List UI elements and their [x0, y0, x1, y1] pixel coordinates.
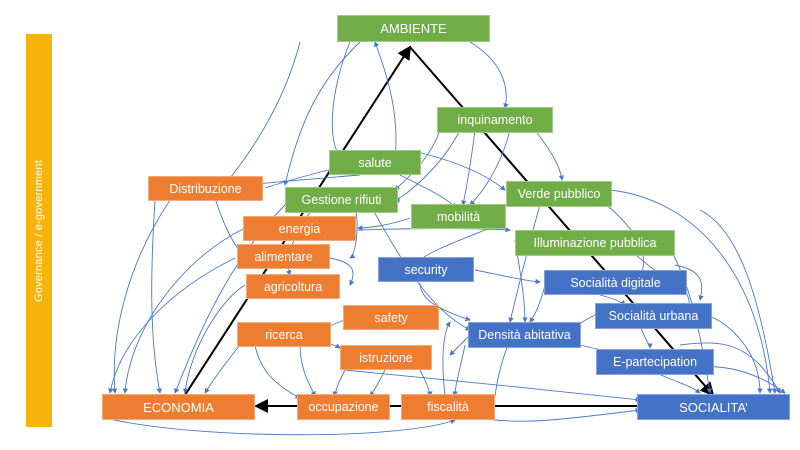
node-verde-pubblico-label: Verde pubblico	[517, 187, 601, 201]
node-energia-label: energia	[278, 221, 321, 236]
node-salute-label: salute	[358, 155, 392, 170]
node-e-partecipation-label: E-partecipation	[612, 355, 698, 369]
node-occupazione-label: occupazione	[308, 400, 379, 414]
node-occupazione: occupazione	[297, 394, 390, 420]
node-distribuzione: Distribuzione	[148, 176, 263, 201]
node-inquinamento-label: inquinamento	[457, 113, 533, 127]
node-fiscalita-label: fiscalità	[427, 400, 469, 414]
node-fiscalita: fiscalità	[401, 394, 495, 420]
node-ambiente: AMBIENTE	[337, 15, 490, 42]
node-energia: energia	[243, 216, 356, 241]
node-gestione-rifiuti-label: Gestione rifiuti	[301, 193, 382, 207]
governance-bar: Governance / e-government	[26, 34, 52, 427]
node-socialita-digitale: Socialità digitale	[544, 270, 687, 295]
node-safety: safety	[343, 305, 439, 330]
node-inquinamento: inquinamento	[437, 107, 553, 133]
node-alimentare-label: alimentare	[254, 249, 313, 264]
node-salute: salute	[329, 150, 421, 175]
node-gestione-rifiuti: Gestione rifiuti	[285, 187, 398, 213]
node-istruzione: istruzione	[340, 345, 432, 370]
node-verde-pubblico: Verde pubblico	[506, 181, 612, 207]
node-densita: Densità abitativa	[468, 322, 581, 348]
node-agricoltura: agricoltura	[246, 274, 340, 299]
node-economia: ECONOMIA	[102, 394, 255, 420]
node-alimentare: alimentare	[237, 244, 330, 269]
node-istruzione-label: istruzione	[359, 350, 413, 365]
node-security-label: security	[404, 262, 448, 277]
node-agricoltura-label: agricoltura	[263, 279, 323, 294]
node-socialita: SOCIALITA’	[637, 394, 790, 420]
triangle-right-side	[409, 46, 715, 397]
node-mobilita: mobilità	[411, 204, 506, 229]
node-illuminazione: Illuminazione pubblica	[515, 230, 675, 256]
node-e-partecipation: E-partecipation	[596, 349, 714, 375]
node-socialita-urbana-label: Socialità urbana	[608, 309, 699, 323]
node-security: security	[378, 257, 474, 282]
node-socialita-urbana: Socialità urbana	[595, 303, 712, 329]
node-ricerca-label: ricerca	[265, 327, 303, 342]
node-ambiente-label: AMBIENTE	[380, 21, 447, 36]
node-mobilita-label: mobilità	[436, 209, 481, 224]
node-safety-label: safety	[374, 310, 408, 325]
node-economia-label: ECONOMIA	[143, 399, 214, 415]
node-socialita-label: SOCIALITA’	[679, 399, 748, 415]
node-illuminazione-label: Illuminazione pubblica	[533, 236, 657, 250]
node-socialita-digitale-label: Socialità digitale	[570, 275, 661, 290]
node-distribuzione-label: Distribuzione	[169, 181, 242, 196]
node-densita-label: Densità abitativa	[478, 328, 571, 342]
node-ricerca: ricerca	[237, 322, 331, 347]
connectors	[104, 41, 786, 436]
